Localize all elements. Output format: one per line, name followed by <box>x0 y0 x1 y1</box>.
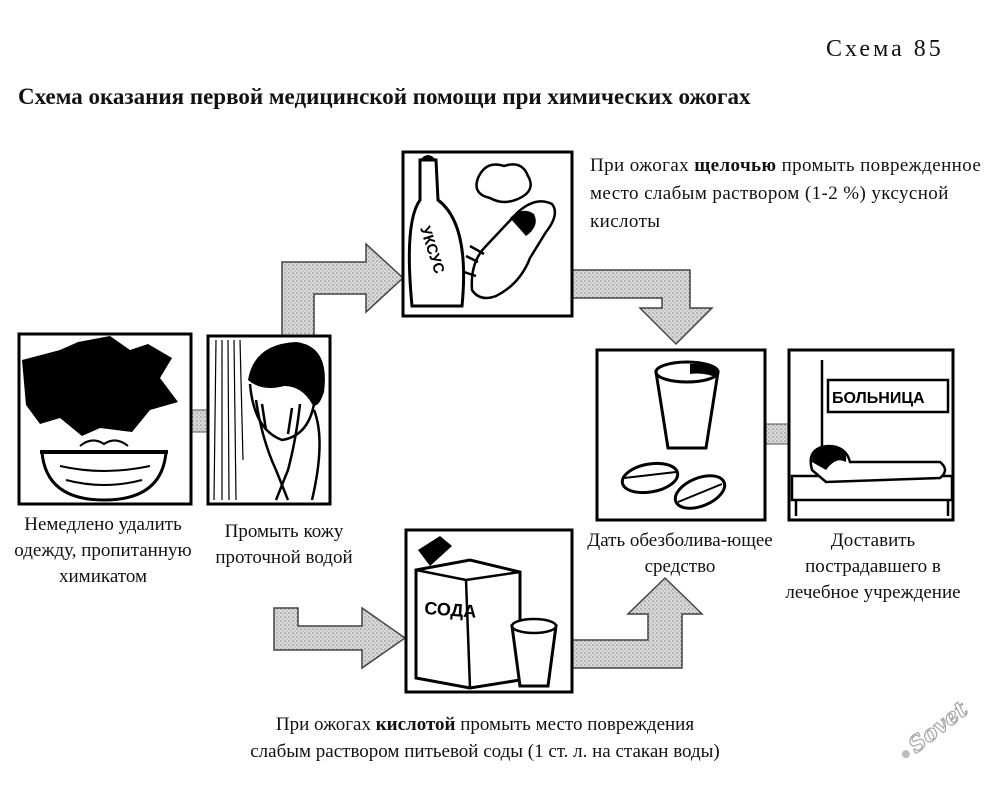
scheme-number: Схема 85 <box>826 36 944 62</box>
arrow-to-acid <box>273 606 407 670</box>
pill-icon <box>620 461 727 510</box>
alkali-text-before: При ожогах <box>590 155 695 176</box>
acid-text-after: промыть место повреждения слабым раствор… <box>250 714 720 762</box>
vinegar-bottle-icon <box>407 158 466 308</box>
panel-acid: СОДА <box>404 528 574 694</box>
hospital-sign-icon <box>826 378 950 414</box>
person-hair <box>248 342 325 406</box>
arrow-alkali-to-painkiller <box>571 269 714 346</box>
step-rinse-caption: Промыть кожу проточной водой <box>215 521 353 568</box>
person-face <box>248 383 316 442</box>
hospital-sign-label: БОЛЬНИЦА <box>832 390 925 407</box>
acid-keyword: кислотой <box>375 714 456 735</box>
glass-icon <box>510 624 558 688</box>
arrow-acid-to-painkiller <box>571 576 704 669</box>
water-stream-icon <box>213 339 244 501</box>
alkali-text-after: промыть поврежденное место слабым раство… <box>590 155 982 232</box>
step-painkiller-caption: Дать обезболива-ющее средство <box>587 530 773 577</box>
connector-painkiller-hospital <box>764 423 790 445</box>
panel-hospital: БОЛЬНИЦА <box>787 348 955 522</box>
step-remove-clothes-caption: Немедлено удалить одежду, пропитанную хи… <box>14 514 192 587</box>
step-deliver-caption: Доставить пострадавшего в лечебное учреж… <box>785 530 961 603</box>
acid-text-before: При ожогах <box>275 714 376 735</box>
hands-icon <box>254 399 302 501</box>
alkali-instruction: При ожогах щелочью промыть поврежденное … <box>590 152 995 236</box>
panel-rinse <box>206 334 332 506</box>
connector-1-2 <box>189 409 209 433</box>
watermark-logo: Sovet <box>901 696 973 759</box>
clothing-shape <box>22 336 178 436</box>
alkali-keyword: щелочью <box>694 155 777 176</box>
watermark-text: Sovet <box>904 697 973 759</box>
panel-painkiller <box>595 348 767 522</box>
soda-label: СОДА <box>424 598 477 622</box>
arrow-to-alkali <box>281 242 405 337</box>
panel-remove-clothes <box>17 332 193 506</box>
cotton-swab-icon <box>475 163 532 204</box>
panel-alkali: УКСУС <box>401 150 574 318</box>
basin-icon <box>40 450 168 502</box>
page-title: Схема оказания первой медицинской помощи… <box>18 84 751 109</box>
acid-instruction: При ожогах кислотой промыть место повреж… <box>250 711 720 765</box>
